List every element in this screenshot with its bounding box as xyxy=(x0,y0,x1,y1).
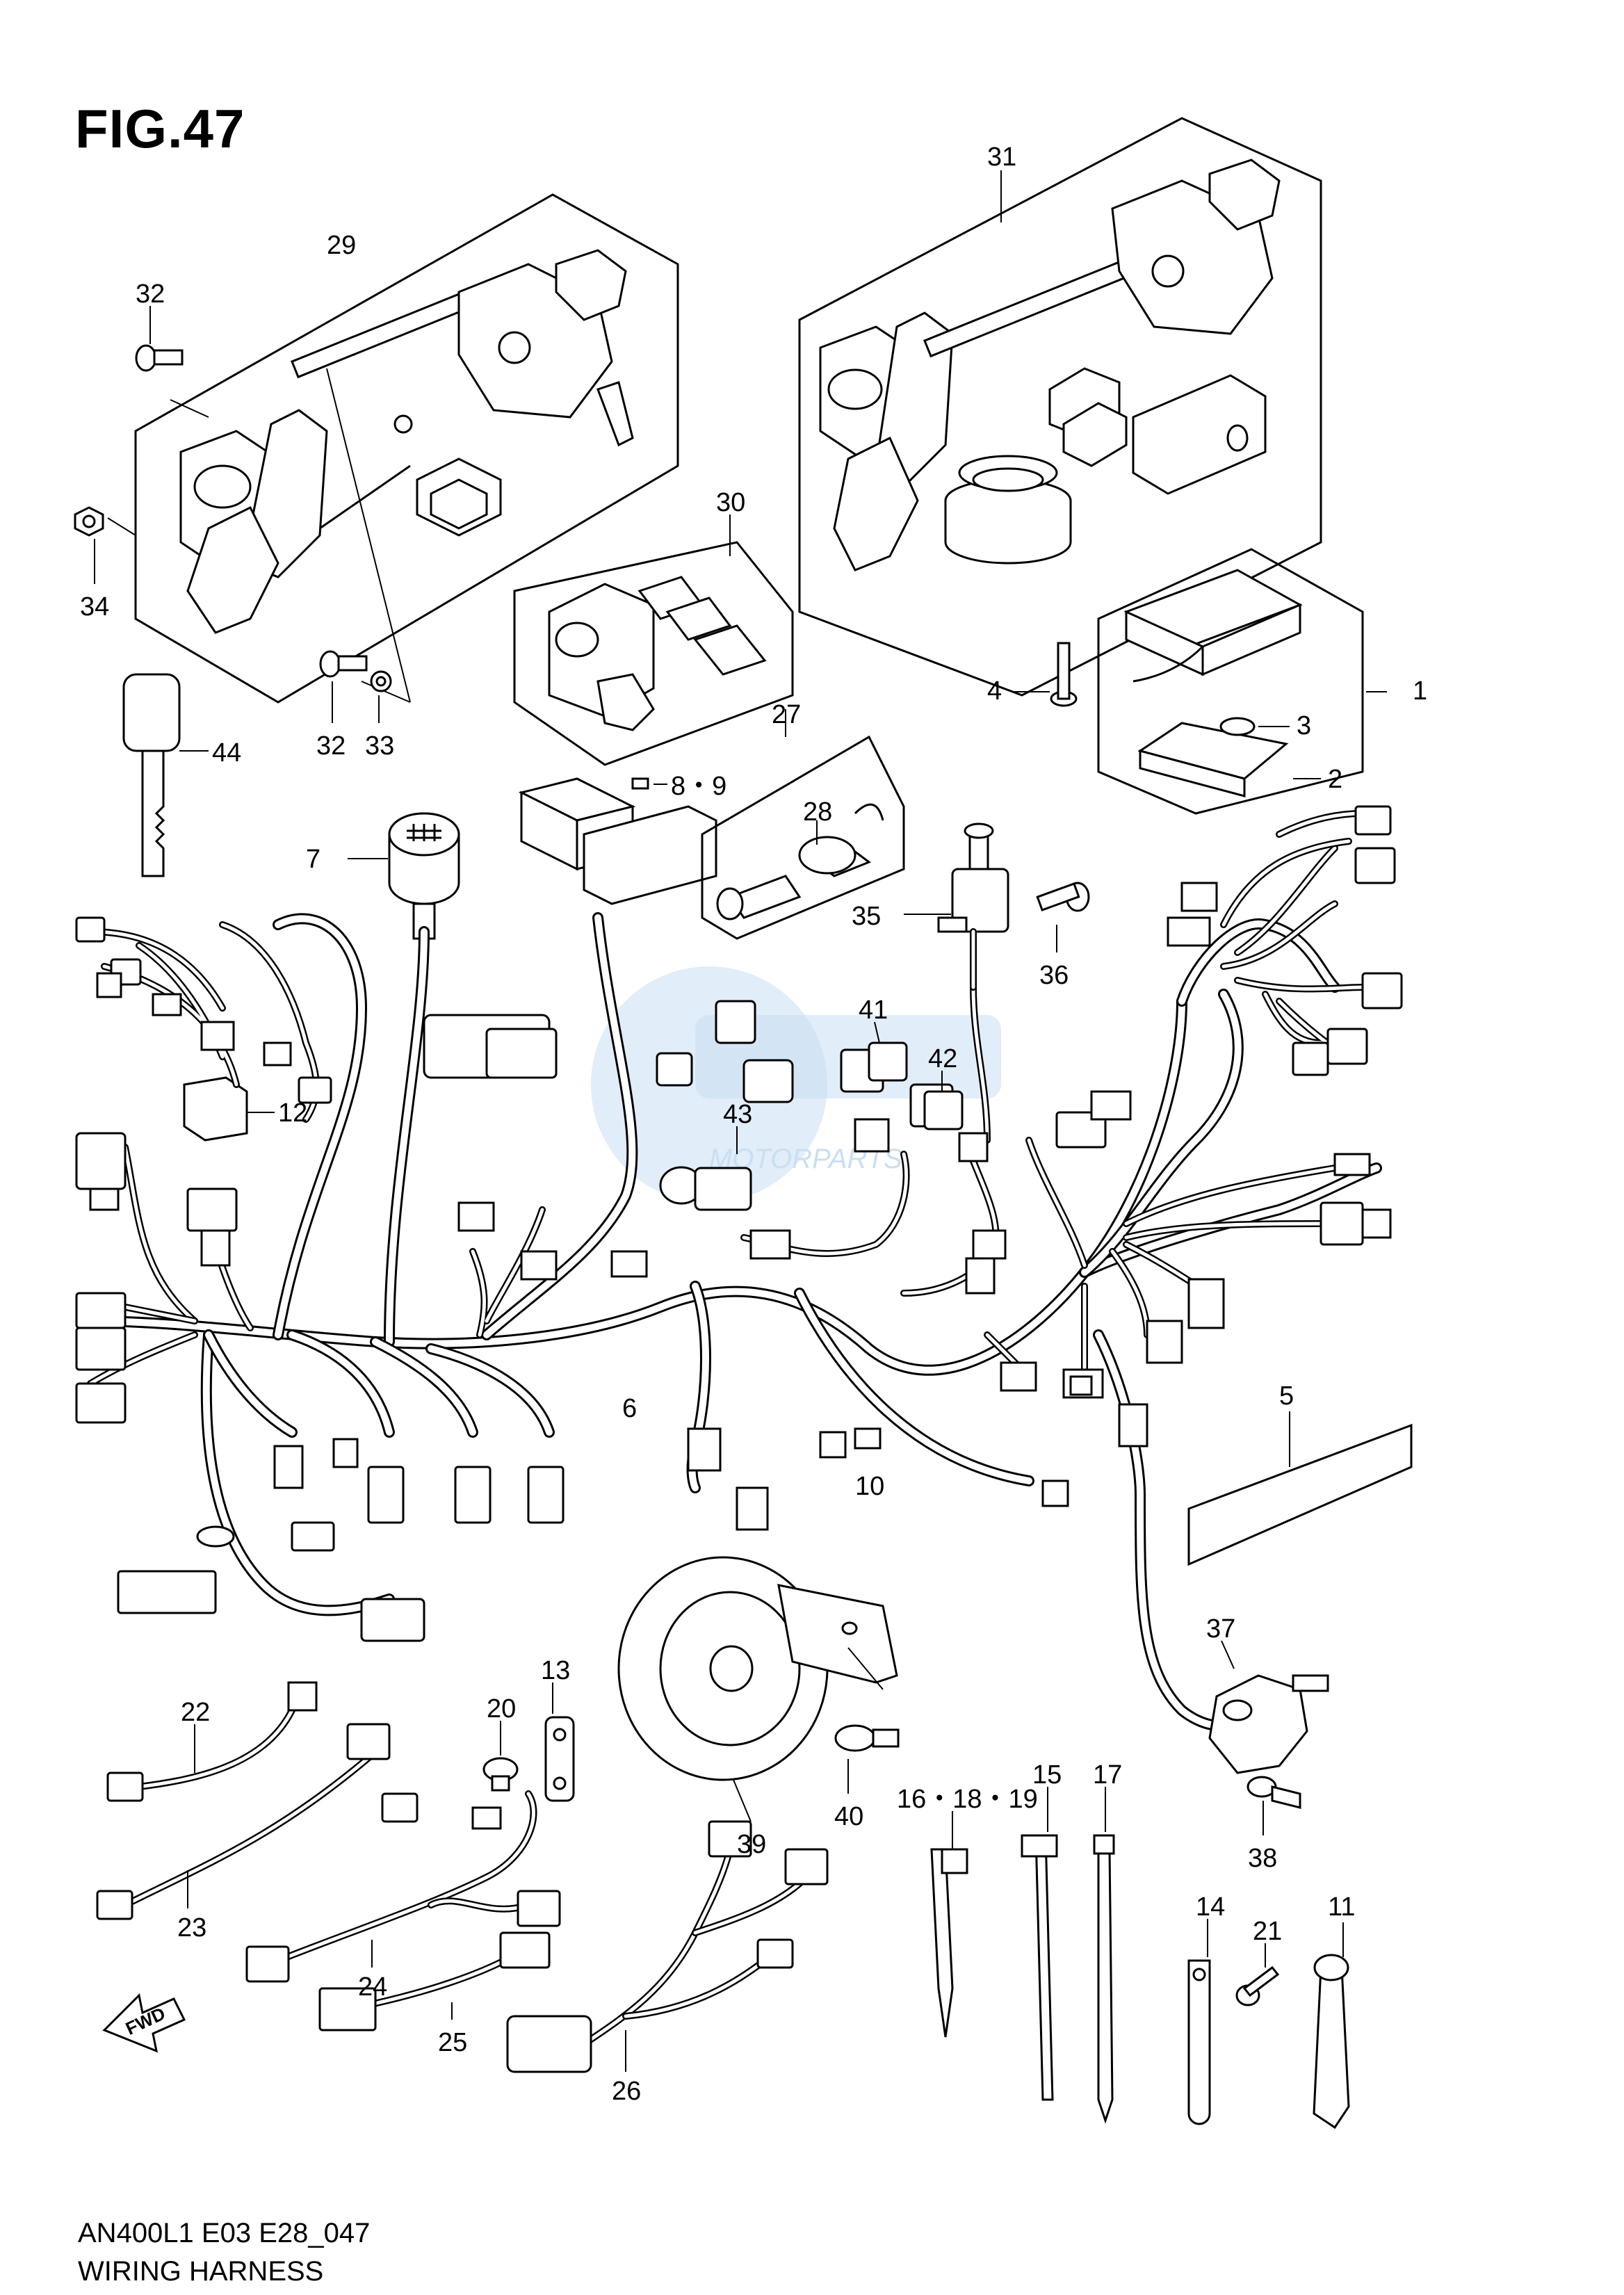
clamp-11[interactable] xyxy=(1313,1922,1350,2130)
callout-4: 4 xyxy=(987,676,1002,706)
callout-6: 6 xyxy=(622,1394,637,1423)
cable-tie-15[interactable] xyxy=(1021,1787,1058,2101)
callout-15: 15 xyxy=(1032,1760,1062,1790)
callout-13: 13 xyxy=(541,1656,570,1685)
switch-set-30[interactable] xyxy=(513,514,794,766)
callout-5: 5 xyxy=(1279,1381,1294,1411)
sub-harness-26[interactable] xyxy=(506,1820,829,2073)
callout-43: 43 xyxy=(723,1100,752,1129)
callout-29: 29 xyxy=(327,231,356,260)
callout-12: 12 xyxy=(278,1098,307,1128)
callout-38: 38 xyxy=(1248,1844,1277,1873)
screw-32-bottom[interactable] xyxy=(319,650,368,723)
callout-44: 44 xyxy=(212,738,241,768)
ignition-switch-assy-29[interactable] xyxy=(107,193,679,704)
sub-harness-25[interactable] xyxy=(318,1931,551,2032)
screw-38[interactable] xyxy=(1247,1776,1301,1835)
callout-14: 14 xyxy=(1196,1892,1225,1922)
sub-harness-23[interactable] xyxy=(96,1723,391,1920)
cable-tie-17[interactable] xyxy=(1093,1787,1115,2124)
callout-24: 24 xyxy=(358,1972,387,2002)
stop-switch-37[interactable] xyxy=(1208,1640,1329,1774)
connector-7[interactable] xyxy=(348,812,460,940)
callout-22: 22 xyxy=(181,1698,210,1727)
callout-40: 40 xyxy=(834,1802,863,1831)
callout-37: 37 xyxy=(1206,1614,1235,1644)
callout-21: 21 xyxy=(1253,1917,1282,1946)
figure-title: FIG.47 xyxy=(75,98,245,159)
callout-7: 7 xyxy=(306,845,320,874)
washer-33[interactable] xyxy=(370,670,392,723)
callout-3: 3 xyxy=(1297,711,1311,740)
clamp-14[interactable] xyxy=(1187,1919,1211,2125)
sub-harness-22[interactable] xyxy=(106,1681,318,1802)
section-name: WIRING HARNESS xyxy=(78,2256,324,2287)
callout-39: 39 xyxy=(737,1830,766,1859)
callout-28: 28 xyxy=(803,797,832,827)
bolt-40[interactable] xyxy=(834,1724,900,1794)
fuse-box-8-9[interactable] xyxy=(518,777,717,905)
callout-27: 27 xyxy=(772,700,801,729)
relay-12[interactable] xyxy=(183,1076,275,1142)
callout-25: 25 xyxy=(438,2028,467,2057)
clamp-13[interactable] xyxy=(544,1682,575,1802)
clamp-16-18-19[interactable] xyxy=(930,1811,968,2038)
screw-36[interactable] xyxy=(1036,882,1090,952)
screw-21[interactable] xyxy=(1235,1943,1280,2006)
callout-41: 41 xyxy=(859,996,888,1025)
callout-17: 17 xyxy=(1093,1760,1122,1790)
callout-10: 10 xyxy=(855,1472,884,1501)
callout-31: 31 xyxy=(987,143,1016,172)
nut-34[interactable] xyxy=(74,506,104,584)
callout-8-9: 8・9 xyxy=(671,772,726,801)
callout-11: 11 xyxy=(1328,1892,1355,1922)
callout-16-18-19: 16・18・19 xyxy=(897,1785,1038,1814)
lock-set-31[interactable] xyxy=(798,117,1322,697)
tape-5[interactable] xyxy=(1187,1411,1413,1566)
callout-1: 1 xyxy=(1413,676,1427,706)
callout-32-bottom: 32 xyxy=(316,731,346,761)
callout-26: 26 xyxy=(612,2077,641,2106)
fwd-arrow-icon: FWD xyxy=(102,1993,186,2053)
connector-41[interactable] xyxy=(868,1021,908,1082)
callout-36: 36 xyxy=(1039,961,1069,990)
screw-4[interactable] xyxy=(1014,642,1078,707)
callout-2: 2 xyxy=(1328,765,1342,794)
callout-34: 34 xyxy=(80,592,109,622)
callout-20: 20 xyxy=(487,1694,516,1724)
callout-35: 35 xyxy=(852,902,881,931)
sub-harness-24[interactable] xyxy=(245,1790,561,1983)
callout-33: 33 xyxy=(365,731,394,761)
callout-30: 30 xyxy=(716,488,745,517)
luggage-box-light-1[interactable] xyxy=(1097,548,1387,815)
switch-35[interactable] xyxy=(904,822,1009,991)
model-code: AN400L1 E03 E28_047 xyxy=(78,2218,371,2248)
accessory-socket-27[interactable] xyxy=(701,709,905,940)
callout-42: 42 xyxy=(928,1044,957,1073)
horn-39[interactable] xyxy=(617,1556,898,1822)
screw-32-top[interactable] xyxy=(135,306,184,372)
callout-labels: 1 2 3 4 5 6 7 8・9 10 11 12 13 14 15 16・1… xyxy=(80,143,1427,2106)
bolt-20[interactable] xyxy=(482,1721,519,1792)
harness-connectors[interactable] xyxy=(75,805,1403,1642)
key-44[interactable] xyxy=(122,673,209,877)
callout-23: 23 xyxy=(177,1913,206,1943)
connector-42[interactable] xyxy=(923,1071,964,1130)
callout-32-top: 32 xyxy=(136,279,165,309)
